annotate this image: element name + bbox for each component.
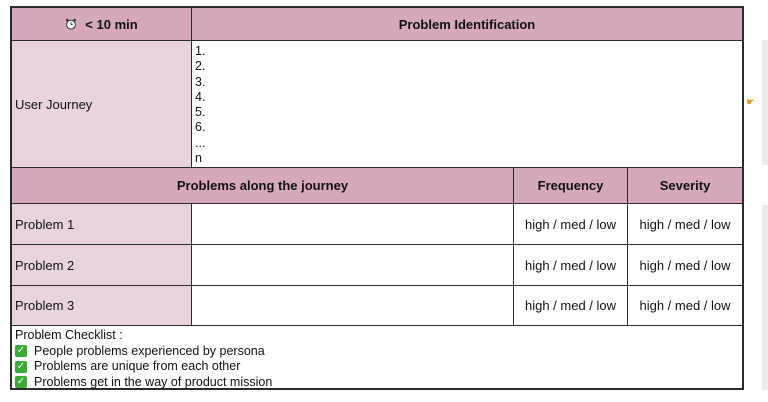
problem-identification-table: < 10 min Problem Identification User Jou…: [10, 6, 744, 390]
severity-value: high / med / low: [639, 257, 731, 273]
severity-cell[interactable]: high / med / low: [628, 204, 742, 245]
frequency-header-cell: Frequency: [514, 168, 628, 204]
frequency-value: high / med / low: [524, 216, 617, 232]
severity-header-cell: Severity: [628, 168, 742, 204]
table-row-label-cell: Problem 2: [12, 245, 192, 286]
user-journey-steps-list: 1. 2. 3. 4. 5. 6. ... n: [192, 41, 742, 166]
severity-value: high / med / low: [639, 298, 731, 313]
user-journey-label: User Journey: [15, 96, 93, 112]
checklist-item: ✓ Problems are unique from each other: [15, 359, 742, 375]
frequency-value: high / med / low: [524, 298, 617, 313]
journey-step: n: [195, 151, 202, 166]
time-estimate-label: < 10 min: [85, 16, 138, 32]
section-title-cell: Problem Identification: [192, 8, 742, 41]
severity-header: Severity: [659, 178, 711, 193]
checklist-item-text: Problems get in the way of product missi…: [34, 374, 273, 389]
journey-step: 3.: [195, 74, 206, 89]
checklist-title: Problem Checklist :: [15, 328, 123, 342]
frequency-header: Frequency: [537, 178, 604, 193]
checklist-item: ✓ Problems get in the way of product mis…: [15, 375, 742, 391]
problem-description-cell[interactable]: [192, 204, 514, 245]
problems-header-cell: Problems along the journey: [12, 168, 514, 204]
time-estimate-cell: < 10 min: [12, 8, 192, 41]
journey-step: 4.: [195, 89, 206, 104]
severity-value: high / med / low: [639, 216, 731, 232]
checklist-item-text: People problems experienced by persona: [34, 343, 265, 358]
table-row-label-cell: Problem 3: [12, 286, 192, 326]
side-panel-edge: [762, 40, 768, 165]
journey-step: ...: [195, 135, 206, 150]
checklist-item-text: Problems are unique from each other: [34, 359, 241, 373]
check-mark-icon: ✓: [15, 345, 27, 358]
problem-label: Problem 1: [15, 216, 75, 232]
frequency-cell[interactable]: high / med / low: [514, 245, 628, 286]
problems-header: Problems along the journey: [176, 178, 349, 193]
side-panel-edge: [762, 205, 768, 390]
journey-step: 1.: [195, 44, 206, 58]
problem-description-cell[interactable]: [192, 286, 514, 326]
user-journey-steps-cell[interactable]: 1. 2. 3. 4. 5. 6. ... n: [192, 41, 742, 168]
table-row-label-cell: Problem 1: [12, 204, 192, 245]
check-mark-icon: ✓: [15, 376, 27, 389]
user-journey-label-cell: User Journey: [12, 41, 192, 168]
journey-step: 6.: [195, 120, 206, 135]
problem-label: Problem 2: [15, 257, 75, 273]
section-title: Problem Identification: [398, 16, 536, 32]
frequency-cell[interactable]: high / med / low: [514, 286, 628, 326]
journey-step: 5.: [195, 105, 206, 120]
severity-cell[interactable]: high / med / low: [628, 286, 742, 326]
pointing-hand-icon: ☛: [746, 97, 755, 108]
problem-label: Problem 3: [15, 298, 75, 313]
journey-step: 2.: [195, 59, 206, 74]
frequency-cell[interactable]: high / med / low: [514, 204, 628, 245]
problem-description-cell[interactable]: [192, 245, 514, 286]
checklist-item: ✓ People problems experienced by persona: [15, 344, 742, 360]
frequency-value: high / med / low: [524, 257, 617, 273]
severity-cell[interactable]: high / med / low: [628, 245, 742, 286]
check-mark-icon: ✓: [15, 360, 27, 373]
alarm-clock-icon: [66, 18, 77, 30]
problem-checklist: Problem Checklist : ✓ People problems ex…: [12, 326, 742, 391]
